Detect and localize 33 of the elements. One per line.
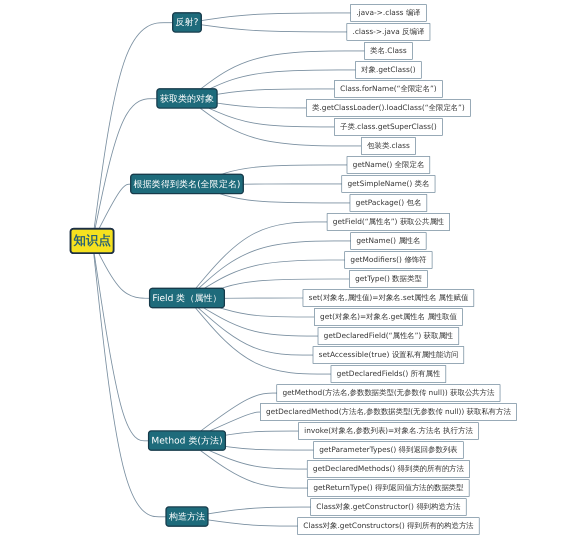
- connector: [198, 240, 352, 290]
- connector: [200, 392, 278, 432]
- connector: [200, 108, 362, 146]
- connector: [224, 298, 304, 299]
- connector: [208, 506, 312, 514]
- connector: [198, 308, 314, 356]
- connector: [220, 308, 316, 318]
- connector: [217, 88, 336, 95]
- connector: [98, 184, 132, 230]
- connector: [209, 108, 336, 128]
- connector: [220, 278, 350, 290]
- connector: [94, 253, 150, 442]
- connector: [200, 50, 366, 90]
- connector: [226, 446, 314, 450]
- connector: [204, 260, 346, 290]
- connector: [209, 70, 356, 90]
- connector: [204, 308, 319, 336]
- connector: [209, 412, 262, 432]
- connector: [209, 450, 308, 470]
- connector: [226, 430, 300, 436]
- connector: [200, 450, 309, 488]
- connector: [196, 308, 332, 374]
- connector: [202, 12, 352, 22]
- connector: [196, 222, 328, 290]
- connector: [95, 98, 158, 230]
- connector: [244, 184, 343, 185]
- connector: [98, 253, 151, 299]
- connector: [94, 22, 174, 230]
- connector: [202, 24, 348, 32]
- connector: [94, 253, 168, 518]
- connector: [208, 520, 299, 526]
- connector: [220, 193, 351, 204]
- connector: [217, 102, 308, 108]
